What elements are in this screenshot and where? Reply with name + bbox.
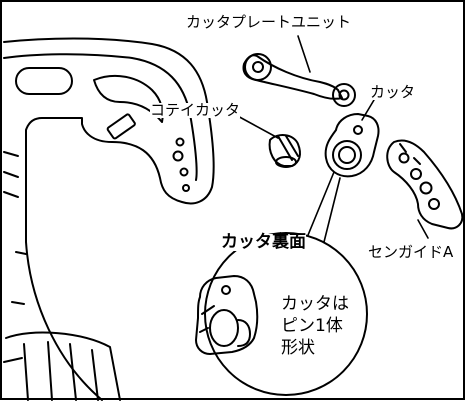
fixed-cutter-part [268, 134, 301, 168]
cutter-part [324, 113, 380, 178]
note-line-2: ピン1体 [281, 316, 343, 336]
sen-guide-part [386, 139, 464, 230]
label-cutter: カッタ [370, 83, 416, 101]
note-line-1: カッタは [281, 294, 349, 314]
label-cutter-plate-unit: カッタプレートユニット [186, 13, 352, 31]
tool-head-body [3, 37, 215, 401]
label-cutter-back: カッタ裏面 [221, 232, 306, 252]
label-sen-guide: センガイドA [368, 243, 454, 261]
cutter-plate-unit-part [242, 53, 356, 107]
callout-circle [195, 232, 368, 396]
callout-note: カッタは ピン1体 形状 [281, 293, 349, 359]
note-line-3: 形状 [281, 338, 315, 358]
label-fixed-cutter: コテイカッタ [150, 101, 241, 119]
